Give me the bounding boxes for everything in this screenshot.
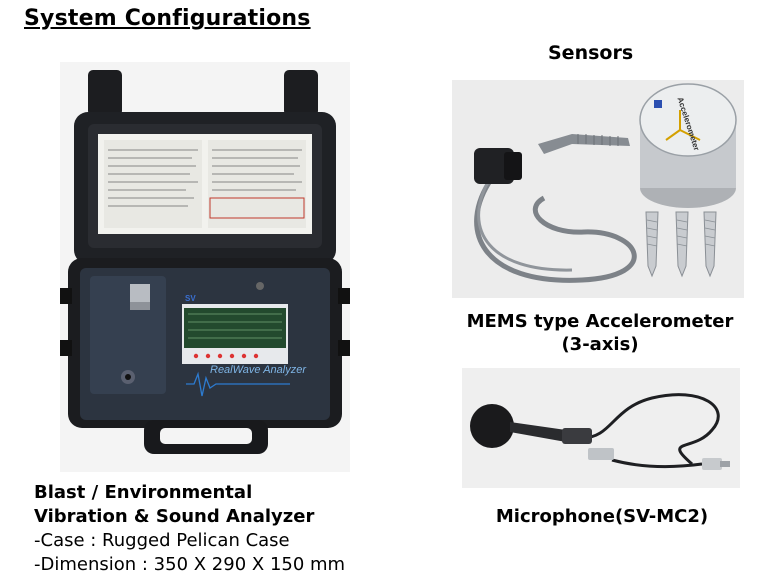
page-title: System Configurations <box>24 6 311 31</box>
analyzer-title-line2: Vibration & Sound Analyzer <box>34 506 315 527</box>
microphone-illustration <box>470 393 730 470</box>
accelerometer-caption-line1: MEMS type Accelerometer <box>466 311 734 332</box>
spec-dimension: -Dimension : 350 X 290 X 150 mm <box>34 554 346 575</box>
accelerometer-photo: Accelerometer <box>452 80 744 298</box>
spec-case: -Case : Rugged Pelican Case <box>34 530 290 551</box>
accelerometer-illustration <box>474 83 737 283</box>
microphone-caption: Microphone(SV-MC2) <box>495 506 709 527</box>
analyzer-description: Blast / Environmental Vibration & Sound … <box>34 481 345 577</box>
analyzer-title-line1: Blast / Environmental <box>34 482 253 503</box>
analyzer-case-illustration <box>60 70 350 454</box>
sensors-heading: Sensors <box>548 42 634 64</box>
accelerometer-caption-line2: (3-axis) <box>561 334 639 355</box>
sv-logo: SV <box>185 294 196 303</box>
brand-logo-text: RealWave Analyzer <box>210 364 306 376</box>
analyzer-photo: RealWave Analyzer SV <box>60 62 350 472</box>
microphone-photo <box>462 368 740 488</box>
accelerometer-caption: MEMS type Accelerometer (3-axis) <box>460 310 740 356</box>
